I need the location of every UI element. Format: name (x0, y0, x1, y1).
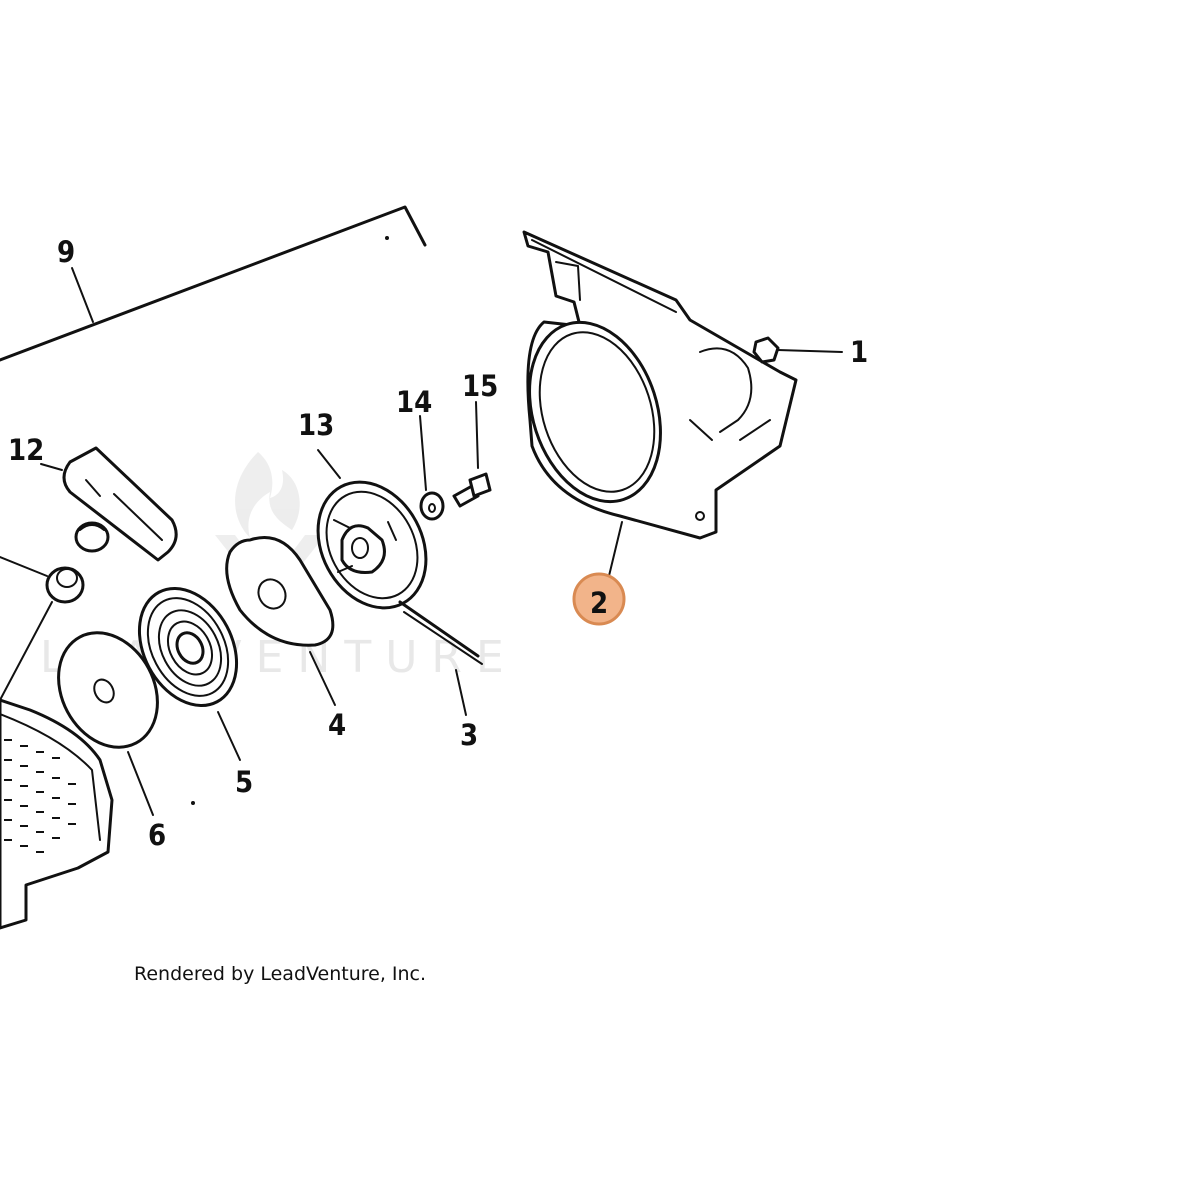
callout-13[interactable]: 13 (298, 408, 334, 442)
callout-2-highlight[interactable] (572, 572, 626, 626)
cover-grille (0, 698, 114, 930)
callout-labels: 1 2 3 4 5 6 9 12 13 14 15 (8, 235, 868, 852)
callout-14[interactable]: 14 (396, 385, 432, 419)
part-2-housing (522, 230, 798, 581)
callout-6[interactable]: 6 (148, 818, 166, 852)
callout-4[interactable]: 4 (328, 708, 346, 742)
flame-logo-icon (235, 452, 300, 538)
part-6-washer (57, 631, 159, 816)
part-9-bracket (0, 205, 427, 362)
part-13-pulley (316, 449, 428, 610)
callout-2[interactable]: 2 (590, 586, 608, 620)
callout-5[interactable]: 5 (235, 765, 253, 799)
part-14-washer (419, 415, 445, 521)
callout-12[interactable]: 12 (8, 433, 44, 467)
part-12-handle (40, 446, 178, 562)
part-3-rope (398, 600, 483, 716)
callout-3[interactable]: 3 (460, 718, 478, 752)
part-15-screw (452, 401, 492, 508)
callout-9[interactable]: 9 (57, 235, 75, 269)
callout-15[interactable]: 15 (462, 369, 498, 403)
part-4-plate (225, 536, 336, 706)
callout-1[interactable]: 1 (850, 335, 868, 369)
part-5-spring (137, 586, 241, 761)
credit-text: Rendered by LeadVenture, Inc. (134, 963, 426, 985)
grommet (0, 556, 85, 701)
part-1-nut (752, 336, 843, 364)
